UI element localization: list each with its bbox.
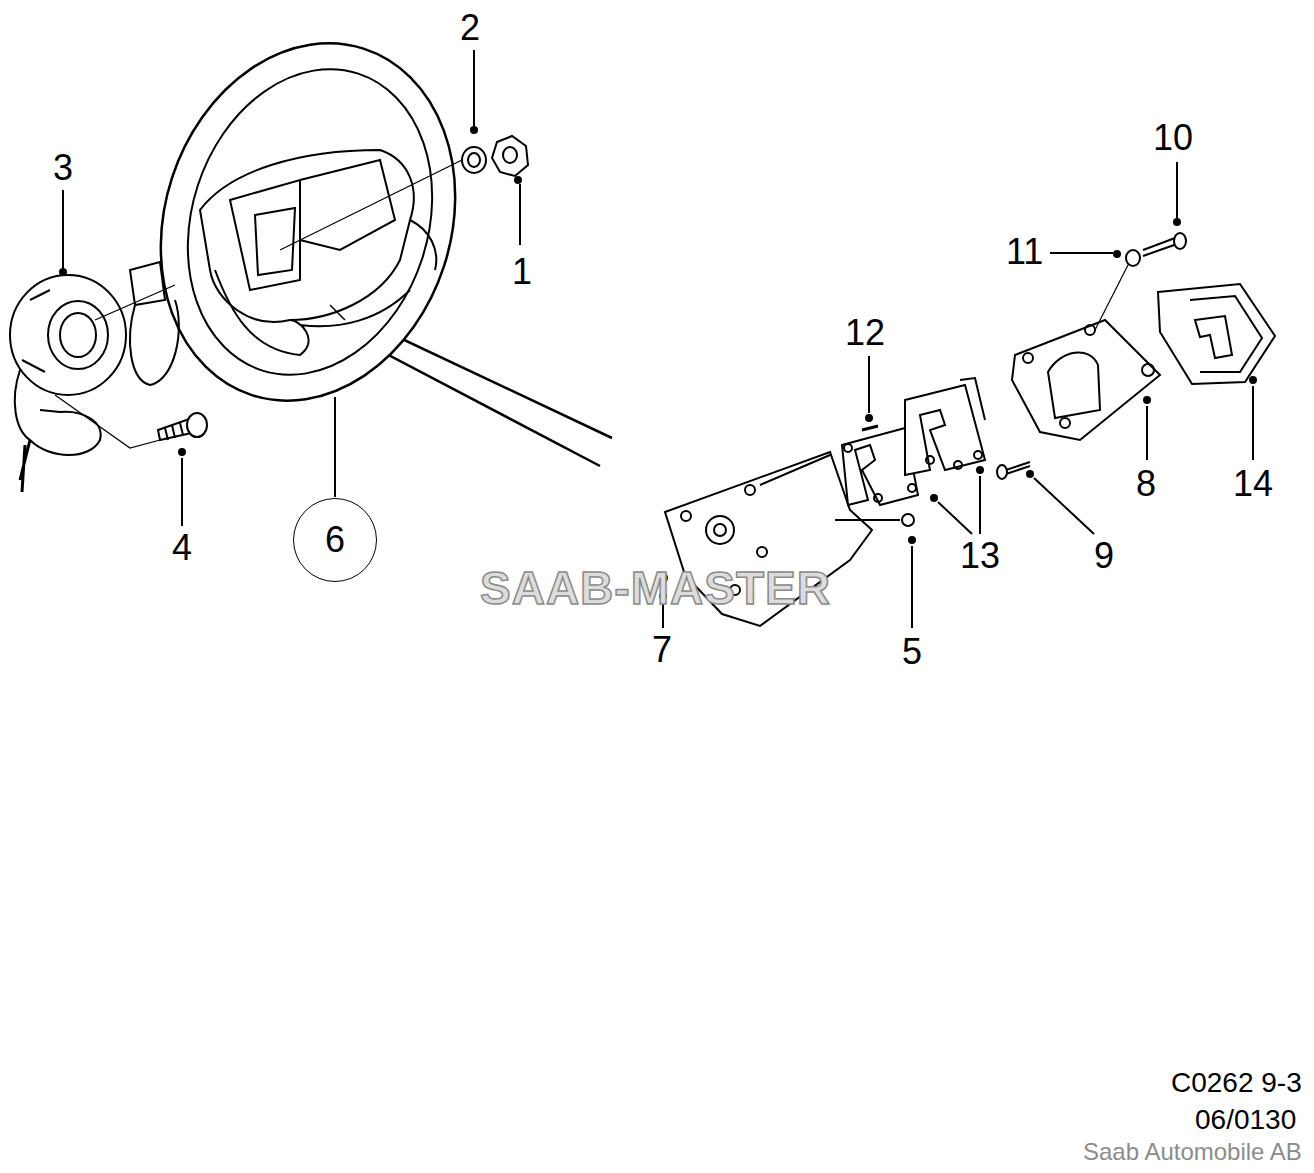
copyright-note: Saab Automobile AB <box>1083 1140 1302 1164</box>
watermark: SAAB-MASTER <box>480 565 831 611</box>
callout-number: 2 <box>460 10 480 46</box>
assembly-circle: 6 <box>293 498 377 582</box>
callout-number: 14 <box>1233 466 1273 502</box>
callout-number: 8 <box>1136 466 1156 502</box>
callout-number: 1 <box>512 254 532 290</box>
callout-number: 5 <box>902 634 922 670</box>
callout-number: 3 <box>53 150 73 186</box>
figure-code: C0262 9-3 <box>1171 1069 1302 1097</box>
callout-number: 7 <box>652 632 672 668</box>
callout-number: 6 <box>325 522 345 558</box>
callout-number: 13 <box>960 538 1000 574</box>
callout-number: 4 <box>172 530 192 566</box>
callout-number: 9 <box>1094 538 1114 574</box>
callout-number: 10 <box>1153 120 1193 156</box>
callout-number: 11 <box>1006 234 1043 270</box>
callout-number: 12 <box>845 315 885 351</box>
figure-code: 06/0130 <box>1195 1106 1296 1134</box>
